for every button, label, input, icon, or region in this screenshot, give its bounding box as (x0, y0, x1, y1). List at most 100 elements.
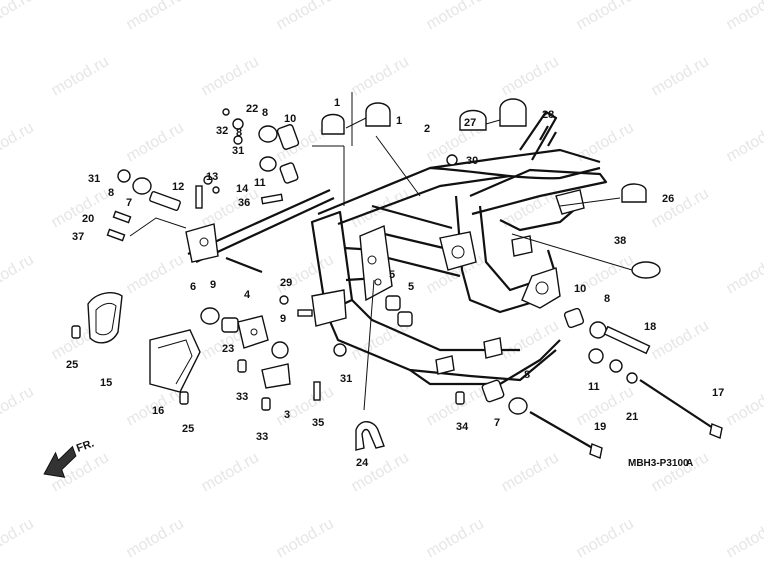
watermark-text: motod.ru (124, 251, 187, 297)
callout-label: 24 (356, 457, 369, 469)
front-label: FR. (75, 437, 96, 454)
callout-label: 38 (614, 235, 626, 247)
watermark-text: motod.ru (724, 251, 764, 297)
backbone (429, 166, 601, 180)
part-38-band (631, 261, 661, 279)
callout-label: 31 (340, 373, 352, 385)
engine-mount-front (439, 231, 477, 271)
callout-label: 25 (182, 423, 194, 435)
callout-label: 7 (494, 417, 500, 429)
watermark-text: motod.ru (274, 0, 337, 33)
callout-label: 23 (222, 343, 234, 355)
callout-label: 8 (262, 107, 268, 119)
part-27-clamp (459, 109, 487, 131)
callout-label: 17 (712, 387, 724, 399)
watermark-text: motod.ru (574, 119, 637, 165)
part-23-collar (221, 317, 239, 333)
callout-label: 3 (284, 409, 290, 421)
callout-label: 29 (280, 277, 292, 289)
watermark-text: motod.ru (199, 53, 262, 99)
part-26-clamp (621, 183, 647, 203)
callout-label: 9 (210, 279, 216, 291)
callout-label: 7 (126, 197, 132, 209)
callout-label: 8 (236, 127, 242, 139)
watermark-text: motod.ru (424, 515, 487, 561)
callout-label: 13 (206, 171, 218, 183)
callout-label: 36 (238, 197, 250, 209)
callout-label: 11 (588, 381, 600, 393)
callout-label: 31 (88, 173, 100, 185)
watermark-text: motod.ru (649, 53, 712, 99)
front-direction-arrow: FR. (43, 437, 96, 478)
watermark-text: motod.ru (499, 317, 562, 363)
rear-rail (469, 168, 608, 216)
watermark-text: motod.ru (574, 515, 637, 561)
loose-parts (71, 92, 723, 459)
diagram-code: MBH3-P3100 (628, 458, 689, 469)
callout-label: 26 (662, 193, 674, 205)
callout-numbers: 1123455677888889910101111121314151617181… (66, 97, 724, 469)
callout-label: 5 (389, 269, 395, 281)
callout-label: 4 (244, 289, 251, 301)
callout-label: 9 (280, 313, 286, 325)
watermark-text: motod.ru (649, 317, 712, 363)
callout-label: 16 (152, 405, 164, 417)
watermark-text: motod.ru (424, 0, 487, 33)
top-tube-right (337, 174, 511, 226)
part-24-clamp (355, 421, 385, 451)
watermark-text: motod.ru (0, 119, 37, 165)
watermark-text: motod.ru (649, 449, 712, 495)
callout-label: 8 (108, 187, 114, 199)
callout-label: 1 (334, 97, 340, 109)
watermark-text: motod.ru (0, 383, 37, 429)
callout-label: 28 (542, 109, 554, 121)
part-7-bolt (149, 191, 181, 211)
part-28-clamp (499, 98, 527, 127)
watermark-text: motod.ru (349, 53, 412, 99)
watermark-text: motod.ru (499, 449, 562, 495)
part-8-bushing (132, 177, 152, 195)
part-12-stud (195, 185, 203, 209)
callout-label: 15 (100, 377, 112, 389)
callout-label: 20 (82, 213, 94, 225)
part-10-rubber (276, 124, 300, 150)
engine-mount-rear (521, 267, 561, 309)
watermark-text: motod.ru (0, 251, 37, 297)
watermark-text: motod.ru (124, 119, 187, 165)
callout-label: 1 (396, 115, 402, 127)
callout-label: 6 (190, 281, 196, 293)
callout-label: 10 (574, 283, 586, 295)
callout-label: 8 (604, 293, 610, 305)
callout-label: 8 (524, 369, 530, 381)
watermark-text: motod.ru (574, 0, 637, 33)
watermark-text: motod.ru (724, 119, 764, 165)
down-tube-right (351, 299, 520, 352)
watermark-text: motod.ru (49, 53, 112, 99)
watermark-text: motod.ru (724, 383, 764, 429)
part-10-rubber-r (563, 307, 585, 329)
callout-label: 27 (464, 117, 476, 129)
part-1-clamp-a (321, 113, 345, 135)
callout-label: 14 (236, 183, 249, 195)
callout-label: 19 (594, 421, 606, 433)
callout-label: 33 (236, 391, 248, 403)
callout-label: 32 (216, 125, 228, 137)
callout-label: 2 (424, 123, 430, 135)
diagram-code-suffix: A (686, 458, 693, 469)
watermark-text: motod.ru (274, 383, 337, 429)
part-15-cover (87, 292, 123, 344)
callout-label: 21 (626, 411, 638, 423)
part-1-clamp-b (365, 102, 391, 127)
watermark-text: motod.ru (49, 185, 112, 231)
part-19-bolt (529, 411, 597, 451)
callout-label: 31 (232, 145, 244, 157)
part-4-plate (237, 315, 269, 349)
side-gusset (359, 225, 393, 302)
callout-label: 11 (254, 177, 266, 189)
callout-label: 35 (312, 417, 324, 429)
watermark-text: motod.ru (724, 0, 764, 33)
callout-label: 33 (256, 431, 268, 443)
callout-label: 10 (284, 113, 296, 125)
